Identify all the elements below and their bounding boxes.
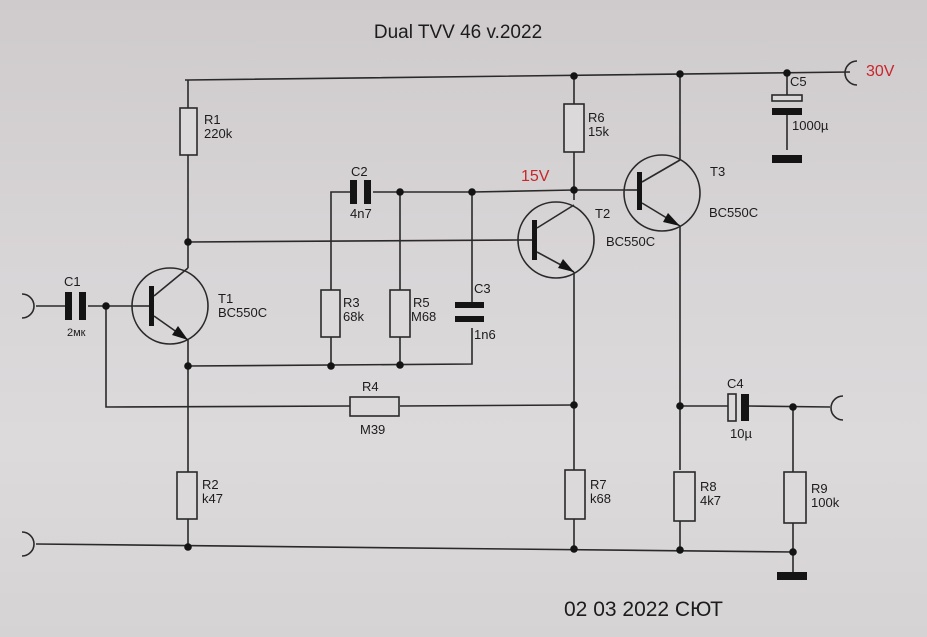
junction-dot (396, 361, 404, 369)
resistor-r5[interactable]: R5 M68 (389, 289, 436, 338)
capacitor-c5-electrolytic[interactable]: C5 1000µ (771, 74, 829, 163)
resistor-r3[interactable]: R3 68k (320, 289, 364, 338)
junction-dot (468, 188, 476, 196)
t3-ref-label: T3 (710, 164, 725, 179)
resistor-r8[interactable]: R8 4k7 (673, 471, 721, 522)
r3-ref-label: R3 (343, 295, 360, 310)
output-jack-icon[interactable] (830, 395, 844, 421)
junction-dot (327, 362, 335, 370)
r5-ref-label: R5 (413, 295, 430, 310)
ground-symbol-icon (777, 572, 807, 580)
input-jack-icon[interactable] (21, 293, 35, 319)
r2-value-label: k47 (202, 491, 223, 506)
t2-value-label: BC550C (606, 234, 655, 249)
t3-value-label: BC550C (709, 205, 758, 220)
c1-value-label: 2мк (67, 327, 86, 339)
ground-rail-wire (35, 543, 794, 553)
r9-ref-label: R9 (811, 481, 828, 496)
ground-jack-icon[interactable] (21, 531, 35, 557)
emitter-bus-wire (187, 328, 473, 367)
junction-dot (184, 543, 192, 551)
junction-dot (676, 402, 684, 410)
r5-value-label: M68 (411, 309, 436, 324)
c3-value-label: 1n6 (474, 327, 496, 342)
supply-voltage-label: 30V (866, 63, 895, 80)
c3-ref-label: C3 (474, 281, 491, 296)
r3-value-label: 68k (343, 309, 364, 324)
junction-dot (396, 188, 404, 196)
resistor-r9[interactable]: R9 100k (783, 471, 840, 524)
supply-rail-wire (185, 71, 851, 81)
r2-ref-label: R2 (202, 477, 219, 492)
junction-dot (676, 70, 684, 78)
t1-ref-label: T1 (218, 291, 233, 306)
t2-ref-label: T2 (595, 206, 610, 221)
footer-date-signature: 02 03 2022 СЮТ (564, 598, 723, 621)
t1-value-label: BC550C (218, 305, 267, 320)
supply-jack-icon[interactable] (844, 60, 858, 86)
capacitor-c3[interactable]: C3 1n6 (455, 281, 496, 342)
r7-ref-label: R7 (590, 477, 607, 492)
c4-value-label: 10µ (730, 426, 752, 441)
junction-dot (789, 403, 797, 411)
transistor-t1[interactable]: T1 BC550C (131, 267, 267, 345)
wires (35, 71, 851, 572)
resistor-r7[interactable]: R7 k68 (564, 469, 611, 520)
junction-dot (570, 186, 578, 194)
c5-ref-label: C5 (790, 74, 807, 89)
r6-ref-label: R6 (588, 110, 605, 125)
junction-dot (102, 302, 110, 310)
r4-ref-label: R4 (362, 379, 379, 394)
resistor-r2[interactable]: R2 k47 (176, 471, 223, 520)
junction-dot (783, 69, 791, 77)
junction-dot (570, 545, 578, 553)
resistor-r6[interactable]: R6 15k (563, 103, 609, 153)
r8-ref-label: R8 (700, 479, 717, 494)
r8-value-label: 4k7 (700, 493, 721, 508)
schematic-title: Dual TVV 46 v.2022 (374, 22, 542, 43)
t1-collector-to-t2-base-wire (187, 239, 518, 243)
capacitor-c2[interactable]: C2 4n7 (350, 164, 372, 221)
junction-dot (676, 546, 684, 554)
junction-dot (789, 548, 797, 556)
c4-ref-label: C4 (727, 376, 744, 391)
c2-ref-label: C2 (351, 164, 368, 179)
junction-dot (184, 362, 192, 370)
junction-dot (570, 401, 578, 409)
capacitor-c1[interactable]: C1 2мк (64, 274, 86, 339)
c2-value-label: 4n7 (350, 206, 372, 221)
transistor-t3[interactable]: T3 BC550C (623, 154, 758, 232)
r3-r5-wire (330, 192, 401, 366)
capacitor-c4-electrolytic[interactable]: C4 10µ (727, 376, 752, 441)
transistor-t2[interactable]: T2 BC550C (517, 201, 655, 279)
r9-value-label: 100k (811, 495, 840, 510)
r7-value-label: k68 (590, 491, 611, 506)
midpoint-voltage-label: 15V (521, 168, 550, 185)
junction-dot (570, 72, 578, 80)
r1-ref-label: R1 (204, 112, 221, 127)
r1-value-label: 220k (204, 126, 233, 141)
c1-ref-label: C1 (64, 274, 81, 289)
c5-value-label: 1000µ (792, 118, 829, 133)
junction-dots (102, 69, 797, 556)
c4-output-wire (680, 405, 831, 408)
r4-feedback-wire (105, 306, 575, 408)
r4-value-label: M39 (360, 422, 385, 437)
resistor-r1[interactable]: R1 220k (179, 107, 233, 156)
resistor-r4[interactable]: R4 M39 (349, 379, 400, 437)
junction-dot (184, 238, 192, 246)
r6-value-label: 15k (588, 124, 609, 139)
